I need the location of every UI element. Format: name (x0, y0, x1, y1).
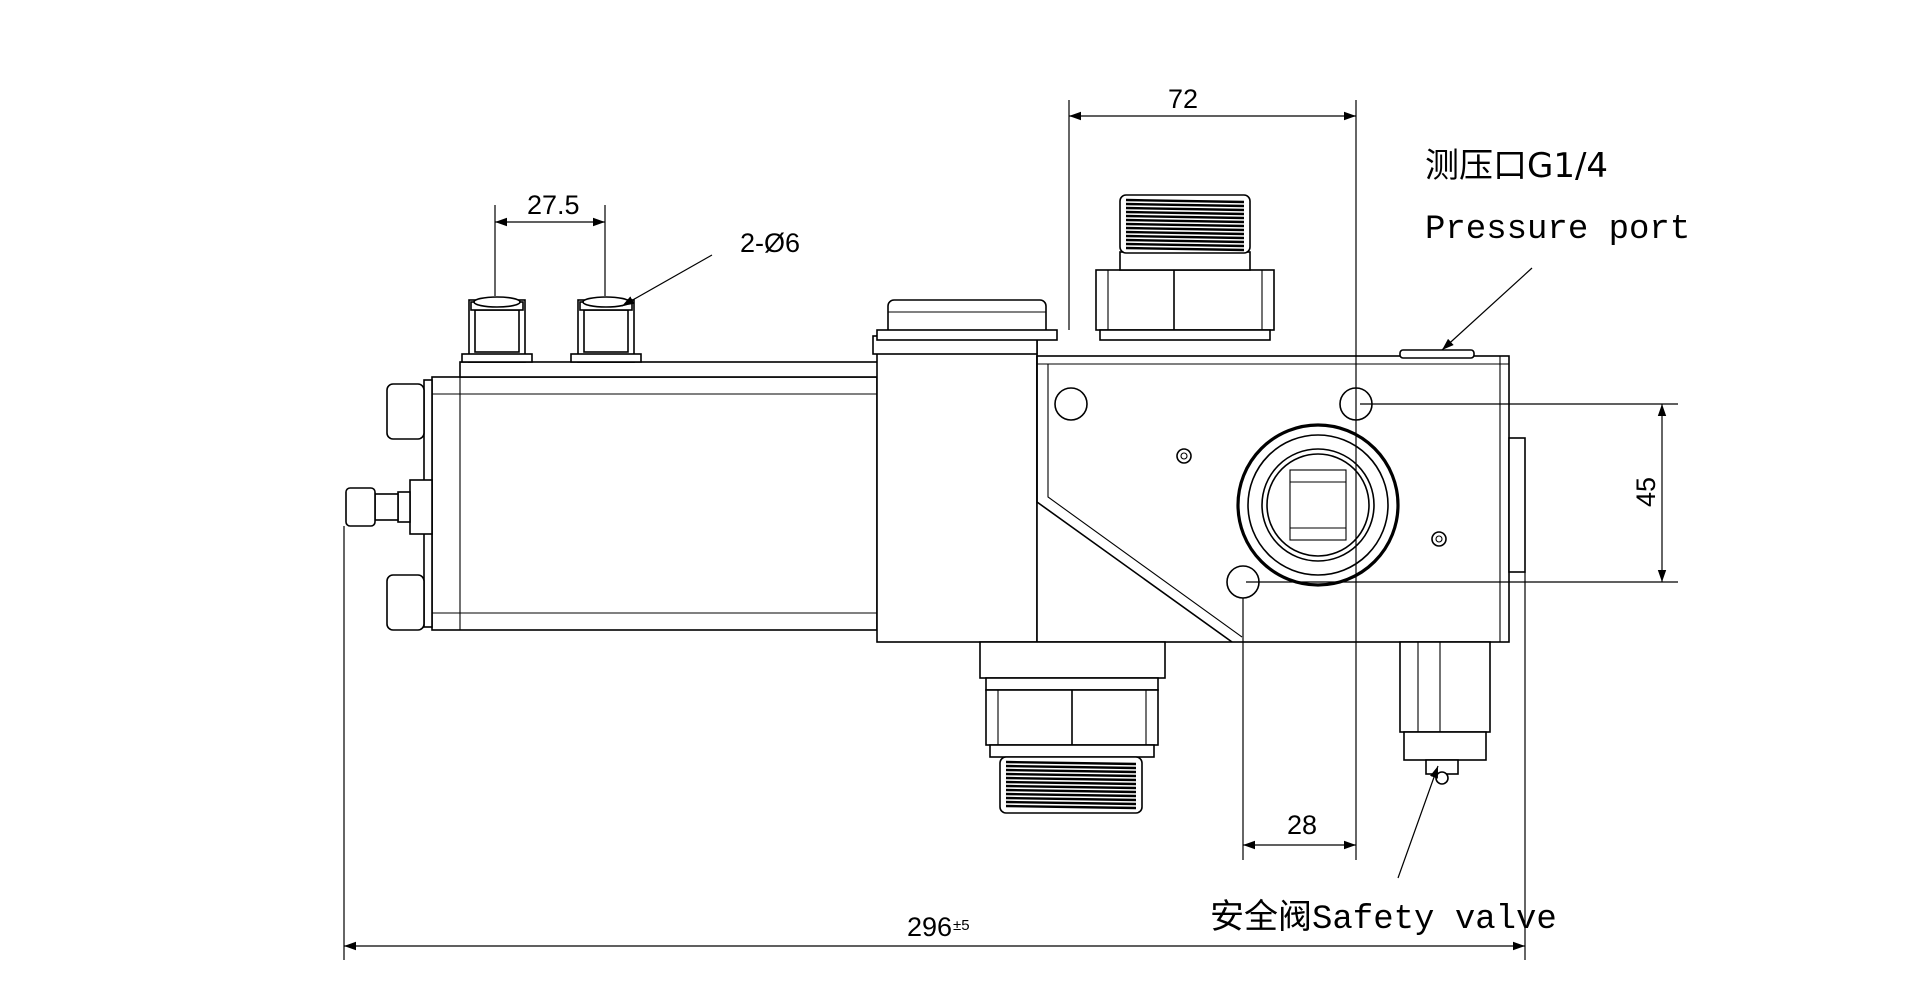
dim-label-28: 28 (1287, 810, 1317, 840)
thread-line (1005, 772, 1137, 778)
middle-block (876, 335, 1038, 643)
pressure-port-label-cn: 测压口G1/4 (1425, 146, 1608, 186)
thread-line (1125, 218, 1245, 224)
adjust-screw-head (345, 487, 376, 527)
safety-valve-label-cn: 安全阀 (1210, 897, 1312, 937)
dimension-28: 28 (1242, 598, 1356, 860)
thread-line (1125, 242, 1245, 248)
pressure-port-label-en: Pressure port (1425, 211, 1690, 249)
thread-line (1125, 238, 1245, 244)
dimension-72: 72 (1068, 84, 1357, 860)
thread-line (1125, 202, 1245, 208)
dimension-2-phi6: 2-Ø6 (621, 228, 800, 307)
air-connector-left (461, 296, 533, 363)
safety-valve-part (1399, 641, 1491, 785)
thread-line (1125, 210, 1245, 216)
thread-line (1125, 226, 1245, 232)
dimension-296: 296 ±5 (343, 526, 1526, 960)
thread-line (1125, 246, 1245, 252)
dim-label-27-5: 27.5 (527, 190, 580, 220)
thread-line (1005, 792, 1137, 798)
dim-label-296: 296 (907, 912, 952, 942)
dim-label-45: 45 (1631, 477, 1661, 507)
thread-line (1005, 788, 1137, 794)
thread-line (1005, 764, 1137, 770)
dim-tolerance-296: ±5 (953, 917, 970, 934)
safety-valve-callout: 安全阀Safety valve (1210, 765, 1557, 939)
right-housing (1036, 355, 1510, 643)
thread-line (1125, 214, 1245, 220)
thread-line (1005, 760, 1137, 766)
thread-line (1005, 780, 1137, 786)
thread-line (1125, 198, 1245, 204)
thread-line (1005, 768, 1137, 774)
left-plug-top (386, 383, 425, 440)
left-plug-bottom (386, 574, 425, 631)
top-fitting (1095, 194, 1275, 341)
thread-line (1125, 234, 1245, 240)
left-fittings (345, 383, 433, 631)
pressure-port-plug (1399, 349, 1475, 359)
top-hex-nut (1095, 269, 1275, 331)
thread-line (1125, 222, 1245, 228)
main-bore (1236, 423, 1400, 587)
safety-valve-label-en: Safety valve (1312, 901, 1557, 939)
air-connectors (461, 296, 642, 363)
dimension-27-5: 27.5 (494, 190, 606, 296)
thread-line (1005, 796, 1137, 802)
thread-line (1125, 206, 1245, 212)
dim-label-2-phi6: 2-Ø6 (740, 228, 800, 258)
thread-line (1005, 776, 1137, 782)
thread-line (1005, 784, 1137, 790)
thread-line (1125, 230, 1245, 236)
dim-label-72: 72 (1168, 84, 1198, 114)
pressure-port-callout: 测压口G1/4 Pressure port (1425, 146, 1690, 351)
svg-text:安全阀Safety valve: 安全阀Safety valve (1210, 897, 1557, 939)
bottom-fitting (979, 641, 1166, 814)
mounting-hole (1054, 387, 1088, 421)
air-connector-right (570, 296, 642, 363)
thread-line (1005, 800, 1137, 806)
thread-line (1005, 804, 1137, 810)
left-cylinder (431, 376, 878, 631)
dimension-45: 45 (1246, 403, 1678, 583)
